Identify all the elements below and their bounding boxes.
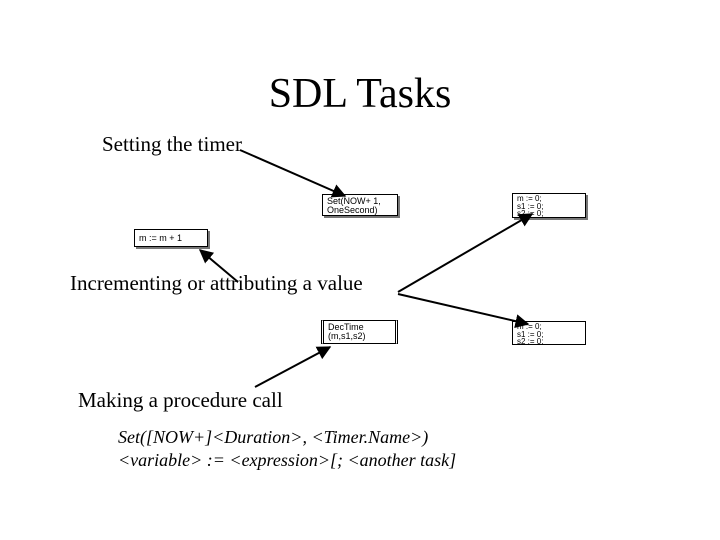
procedure-call-box: DecTime (m,s1,s2) bbox=[321, 320, 398, 344]
arrow-incrementing-to-increment-box bbox=[198, 249, 239, 283]
task-box-line: DecTime bbox=[328, 322, 364, 332]
label-incrementing: Incrementing or attributing a value bbox=[70, 271, 363, 295]
task-box-line: m := m + 1 bbox=[139, 233, 183, 243]
increment-task-box: m := m + 1 bbox=[134, 229, 208, 247]
arrow-set-box-to-assign-top bbox=[397, 213, 534, 293]
task-box-line: s1 := 0; bbox=[517, 201, 544, 211]
arrow-timer-to-set-box bbox=[239, 149, 347, 198]
task-box-line: (m,s1,s2) bbox=[328, 331, 366, 341]
set-timer-task-box: Set(NOW+ 1, OneSecond) bbox=[322, 194, 398, 216]
syntax-set-timer: Set([NOW+]<Duration>, <Timer.Name>) bbox=[118, 427, 429, 447]
arrow-incrementing-to-assign-bottom bbox=[397, 293, 530, 328]
label-setting-timer: Setting the timer bbox=[102, 132, 242, 156]
task-box-line: s2 := 0; bbox=[517, 337, 544, 346]
arrow-procedure-to-proc-box bbox=[254, 346, 332, 388]
syntax-variable-assignment: <variable> := <expression>[; <another ta… bbox=[118, 450, 457, 470]
task-box-line: Set(NOW+ 1, bbox=[327, 196, 381, 206]
slide-title: SDL Tasks bbox=[268, 71, 452, 117]
task-box-line: s1 := 0; bbox=[517, 329, 544, 339]
task-box-line: OneSecond) bbox=[327, 205, 378, 215]
label-procedure-call: Making a procedure call bbox=[78, 388, 283, 412]
task-box-line: m := 0; bbox=[517, 194, 542, 203]
